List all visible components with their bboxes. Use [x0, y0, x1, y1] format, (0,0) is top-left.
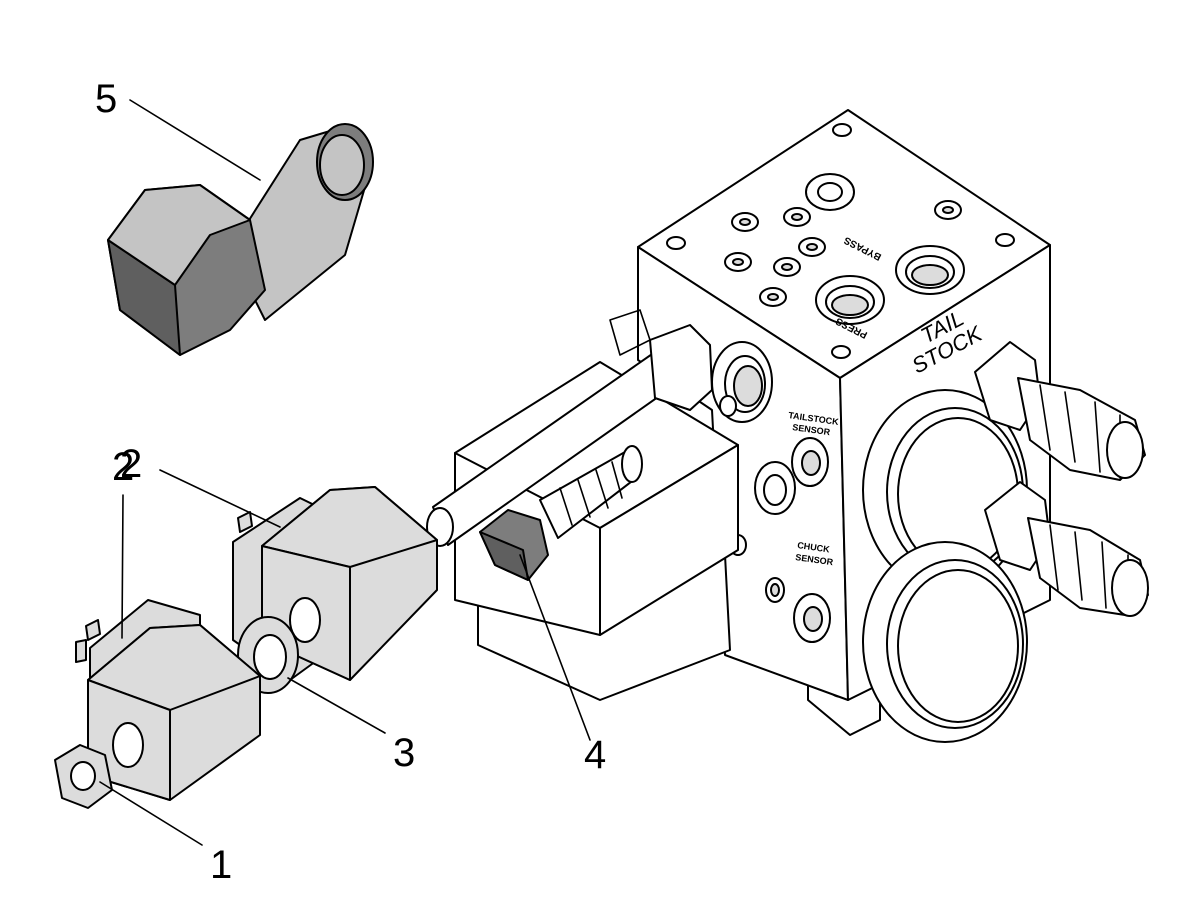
callout-1: 1: [210, 843, 232, 887]
bypass-port: [895, 245, 965, 295]
chuck-sensor-port: [793, 593, 831, 643]
tailstock-sensor-port: [791, 437, 829, 487]
callout-2-front: 2: [112, 445, 134, 489]
adjustment-knob-lower: [984, 481, 1149, 617]
adjustment-knob-upper: [974, 341, 1146, 481]
top-small-ports: [724, 173, 962, 307]
callout-3: 3: [393, 731, 415, 775]
pressure-gauge-upper: [862, 389, 1028, 591]
callout-4: 4: [584, 733, 606, 777]
relief-valve-cartridge: [107, 123, 374, 356]
chuck-sensor-label-1: CHUCK: [797, 540, 831, 554]
solenoid-tube: [426, 309, 713, 547]
hex-nut: [54, 744, 113, 809]
cartridge-valve: [479, 445, 643, 581]
press-port: [815, 275, 885, 325]
callout-2-rear: 2: [120, 442, 142, 486]
center-plug: [754, 461, 796, 515]
solenoid-coil-rear: [232, 486, 438, 681]
callout-leaders: [99, 99, 591, 846]
callout-5: 5: [95, 77, 117, 121]
pressure-gauge-lower: [862, 541, 1028, 743]
